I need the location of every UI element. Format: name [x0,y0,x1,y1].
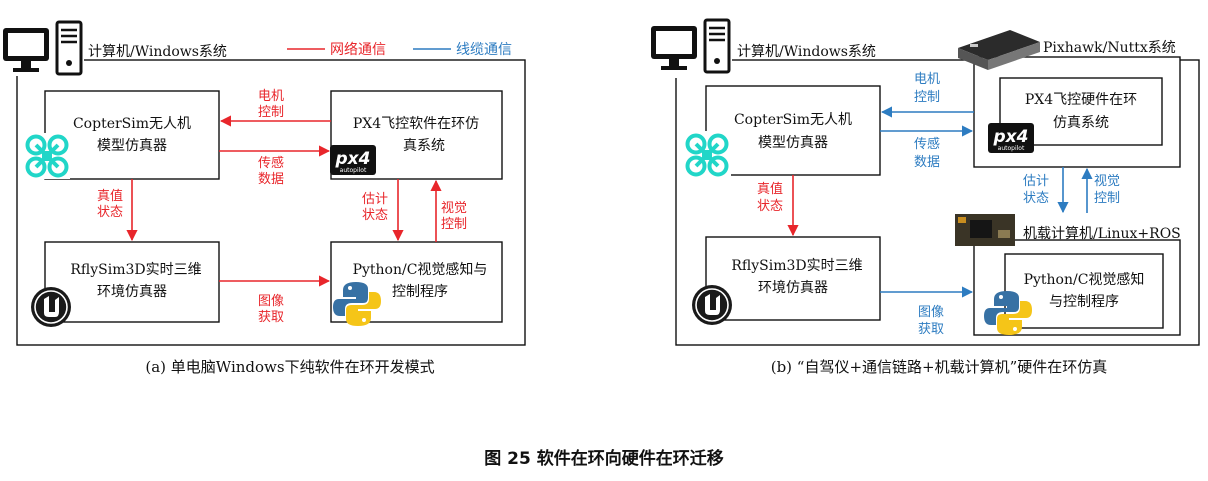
label-est-1: 估计 [362,192,388,207]
px4-hitl-label-1: PX4飞控硬件在环 [1025,92,1137,108]
python-label-2: 控制程序 [392,284,448,300]
label-img-2: 获取 [258,310,284,325]
python-logo-icon [333,282,381,326]
onboard-label: 机载计算机/Linux+ROS [1023,226,1181,242]
figure-title: 图 25 软件在环向硬件在环迁移 [484,448,724,469]
px4-logo-icon [330,145,376,175]
label-b-est-1: 估计 [1023,174,1049,189]
diagram-b: 计算机/Windows系统 Pixhawk/Nuttx系统 PX4飞控硬件在环 … [648,16,1200,376]
label-b-vis-1: 视觉 [1094,174,1120,189]
diagram-a: 计算机/Windows系统 网络通信 线缆通信 CopterSim无人机 模型仿… [1,20,526,376]
onboard-frame [973,239,1181,336]
rflysim3d-b-label-1: RflySim3D实时三维 [731,258,862,274]
legend-cable-label: 线缆通信 [456,42,512,58]
host-label-a: 计算机/Windows系统 [88,44,227,60]
unreal-logo-icon [30,286,72,328]
label-sensor-1: 传感 [258,155,284,171]
rflysim3d-b-label-2: 环境仿真器 [758,280,828,296]
rflysim3d-label-1: RflySim3D实时三维 [70,262,201,278]
coptersim-b-label-1: CopterSim无人机 [734,112,852,128]
drone-icon [683,131,731,179]
python-b-label-2: 与控制程序 [1049,294,1119,310]
coptersim-label-1: CopterSim无人机 [73,116,191,132]
label-motor-1: 电机 [258,89,284,104]
python-label-1: Python/C视觉感知与 [353,261,488,278]
coptersim-b-label-2: 模型仿真器 [758,135,828,151]
label-b-est-2: 状态 [1023,191,1049,206]
label-truth-1: 真值 [97,188,123,204]
label-est-2: 状态 [362,208,388,223]
caption-a: (a) 单电脑Windows下纯软件在环开发模式 [145,358,434,376]
px4-hitl-block [999,77,1163,146]
label-b-truth-1: 真值 [757,181,783,197]
caption-b: (b) “自驾仪+通信链路+机载计算机”硬件在环仿真 [771,358,1108,376]
host-frame-a [16,59,526,346]
coptersim-label-2: 模型仿真器 [97,138,167,154]
px4-logo-icon [988,123,1034,153]
coptersim-block-b [705,85,881,176]
rflysim3d-block-a [44,241,220,323]
px4-sitl-label-2: 真系统 [403,138,445,154]
host-label-b: 计算机/Windows系统 [737,44,876,60]
label-sensor-2: 数据 [258,172,284,187]
label-b-vis-2: 控制 [1094,191,1120,206]
computer-icon [1,20,84,76]
px4-sitl-label-1: PX4飞控软件在环仿 [353,116,479,132]
px4-hitl-label-2: 仿真系统 [1053,115,1109,131]
label-b-motor-1: 电机 [914,72,940,87]
label-vis-2: 控制 [441,217,467,232]
drone-icon [24,133,70,179]
label-b-img-2: 获取 [918,322,944,337]
onboard-computer-icon [955,214,1015,246]
label-b-sensor-2: 数据 [914,155,940,170]
rflysim3d-block-b [705,236,881,321]
computer-icon [648,16,732,78]
host-frame-b [675,59,1200,346]
label-b-motor-2: 控制 [914,90,940,105]
unreal-logo-icon [691,284,733,326]
label-b-truth-2: 状态 [757,199,783,214]
label-truth-2: 状态 [97,205,123,220]
python-block-a [330,241,503,323]
legend-net-label: 网络通信 [330,42,386,58]
label-img-1: 图像 [258,294,284,309]
coptersim-block-a [44,90,220,180]
python-block-b [1004,253,1164,329]
pixhawk-label: Pixhawk/Nuttx系统 [1043,40,1176,56]
label-b-sensor-1: 传感 [914,136,940,152]
label-vis-1: 视觉 [441,201,467,216]
pixhawk-board-icon [958,30,1040,70]
label-motor-2: 控制 [258,105,284,120]
label-b-img-1: 图像 [918,305,944,320]
rflysim3d-label-2: 环境仿真器 [97,284,167,300]
px4-sitl-block [330,90,503,180]
python-b-label-1: Python/C视觉感知 [1024,271,1145,288]
